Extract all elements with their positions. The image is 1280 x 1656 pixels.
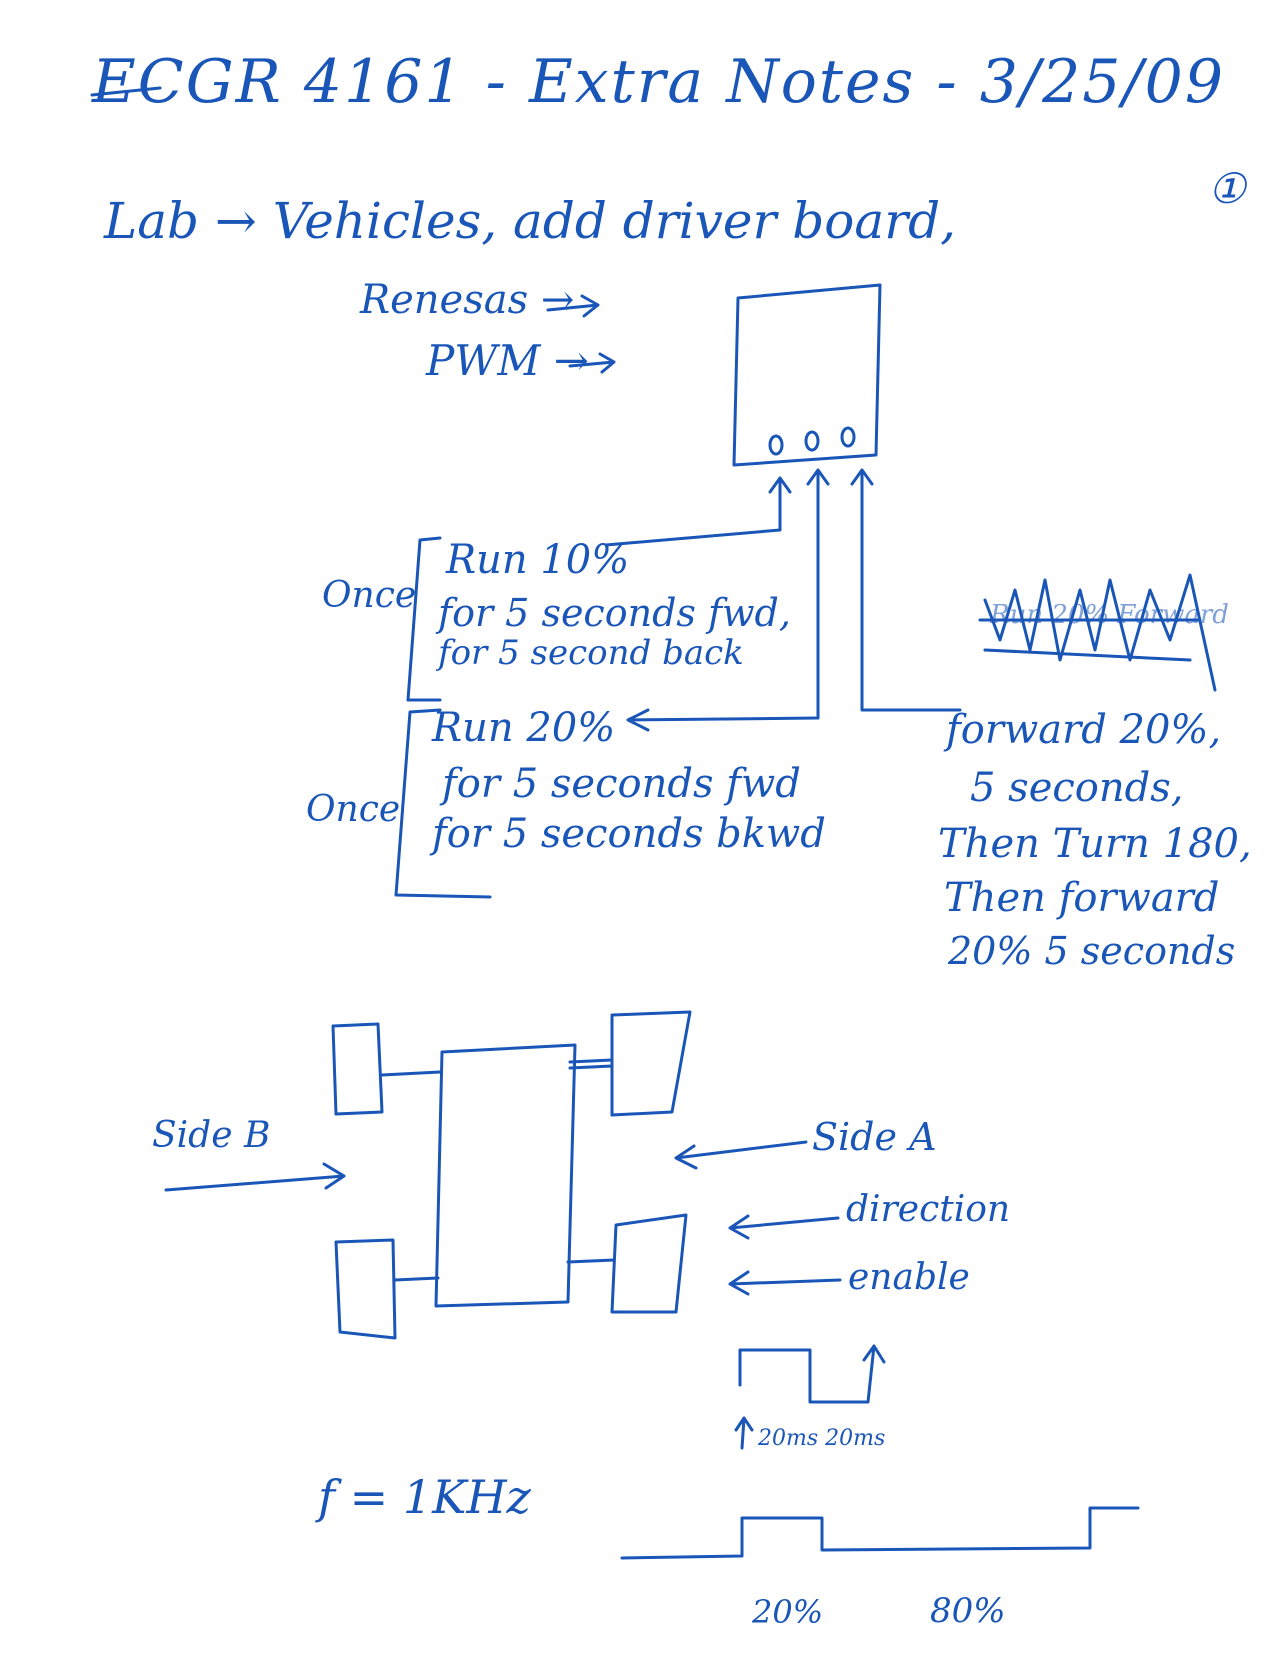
wheel-bottom-right (612, 1215, 686, 1312)
wire-forward (852, 470, 960, 710)
scribble-cross (980, 575, 1215, 690)
run-20-line-1: Run 20% (432, 705, 616, 751)
board-pin-2 (806, 432, 818, 450)
wire-run20-arrowhead (628, 710, 818, 730)
interval-label: 20ms 20ms (758, 1426, 886, 1451)
side-b-label: Side B (152, 1115, 271, 1156)
forward-line-3: Then Turn 180, (938, 821, 1252, 867)
axle-bottom-left (395, 1278, 438, 1280)
wire-run10 (606, 478, 790, 545)
title-strike (92, 88, 160, 95)
forward-line-1: forward 20%, (946, 707, 1222, 753)
wheel-top-right (612, 1012, 690, 1115)
interval-arrow (736, 1418, 752, 1448)
run-20-line-2: for 5 seconds fwd (442, 761, 801, 807)
axle-top-left (382, 1072, 440, 1075)
square-wave (740, 1346, 884, 1402)
forward-line-4: Then forward (944, 875, 1220, 921)
axle-bottom-right (568, 1260, 614, 1262)
direction-arrow (730, 1216, 838, 1238)
frequency-label: f = 1KHz (318, 1470, 531, 1524)
renesas-label: Renesas → (360, 277, 575, 323)
forward-notes: forward 20%, 5 seconds, Then Turn 180, T… (938, 707, 1252, 973)
pwm-arrow (570, 354, 614, 372)
run-20-block: Run 20% for 5 seconds fwd for 5 seconds … (432, 708, 826, 854)
scribbled-text: Run 20% Forward (990, 600, 1229, 630)
forward-line-2: 5 seconds, (970, 765, 1184, 811)
run-10-line-2: for 5 seconds fwd, (438, 591, 791, 635)
forward-line-5: 20% 5 seconds (948, 929, 1236, 973)
run-10-line-1: Run 10% (446, 537, 630, 583)
board-pin-3 (842, 428, 854, 446)
once-label-2: Once (306, 789, 401, 830)
page-number-mark: ① (1208, 164, 1246, 213)
wheel-top-left (333, 1024, 382, 1114)
duty-low-label: 80% (930, 1591, 1006, 1631)
wire-run20 (808, 470, 828, 718)
board-pin-1 (770, 436, 782, 454)
bracket-once-2 (396, 710, 490, 897)
side-a-arrow (676, 1142, 806, 1168)
run-10-line-3: for 5 second back (438, 633, 744, 673)
page-title: ECGR 4161 - Extra Notes - 3/25/09 (92, 47, 1226, 117)
once-label-1: Once (322, 575, 417, 616)
axle-top-right (570, 1060, 612, 1068)
renesas-arrow (548, 296, 598, 316)
duty-high-label: 20% (752, 1593, 824, 1631)
vehicle-body (436, 1045, 575, 1306)
side-a-label: Side A (812, 1115, 937, 1159)
direction-label: direction (846, 1189, 1011, 1230)
bracket-once-1 (408, 538, 440, 700)
lab-line: Lab → Vehicles, add driver board, (104, 192, 957, 250)
pwm-wave (622, 1508, 1138, 1558)
wheel-bottom-left (336, 1240, 395, 1338)
pwm-label: PWM → (426, 336, 589, 385)
enable-label: enable (848, 1257, 970, 1298)
run-20-line-3: for 5 seconds bkwd (432, 811, 826, 857)
run-10-block: Run 10% for 5 seconds fwd, for 5 second … (438, 537, 791, 670)
enable-arrow (730, 1272, 840, 1294)
side-b-arrow (166, 1164, 344, 1190)
driver-board (734, 285, 880, 465)
